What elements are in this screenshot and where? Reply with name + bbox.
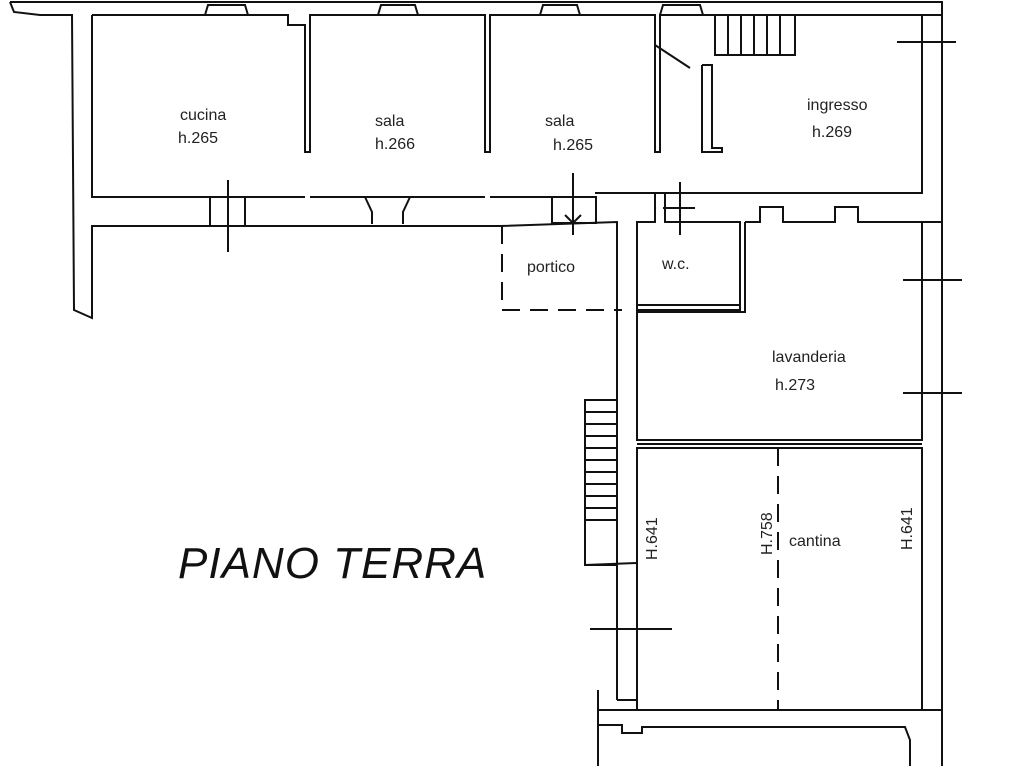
portico-outline	[501, 226, 622, 311]
sala1-label: sala	[375, 113, 404, 130]
cucina-height: h.265	[178, 130, 218, 147]
ingresso-label: ingresso	[807, 97, 868, 114]
cantina-height-right: H.641	[899, 507, 916, 550]
window-markers	[227, 41, 962, 630]
floor-title: PIANO TERRA	[178, 539, 487, 588]
cantina-height-left: H.641	[644, 517, 661, 560]
cantina-label: cantina	[789, 533, 841, 550]
cantina-height-mid: H.758	[759, 512, 776, 555]
sala2-height: h.265	[553, 137, 593, 154]
sala2-label: sala	[545, 113, 574, 130]
lavanderia-height: h.273	[775, 377, 815, 394]
lavanderia-label: lavanderia	[772, 349, 846, 366]
portico-label: portico	[527, 259, 575, 276]
sala1-height: h.266	[375, 136, 415, 153]
wc-label: w.c.	[661, 256, 690, 273]
cucina-label: cucina	[180, 107, 226, 124]
ingresso-height: h.269	[812, 124, 852, 141]
walls	[9, 1, 943, 766]
